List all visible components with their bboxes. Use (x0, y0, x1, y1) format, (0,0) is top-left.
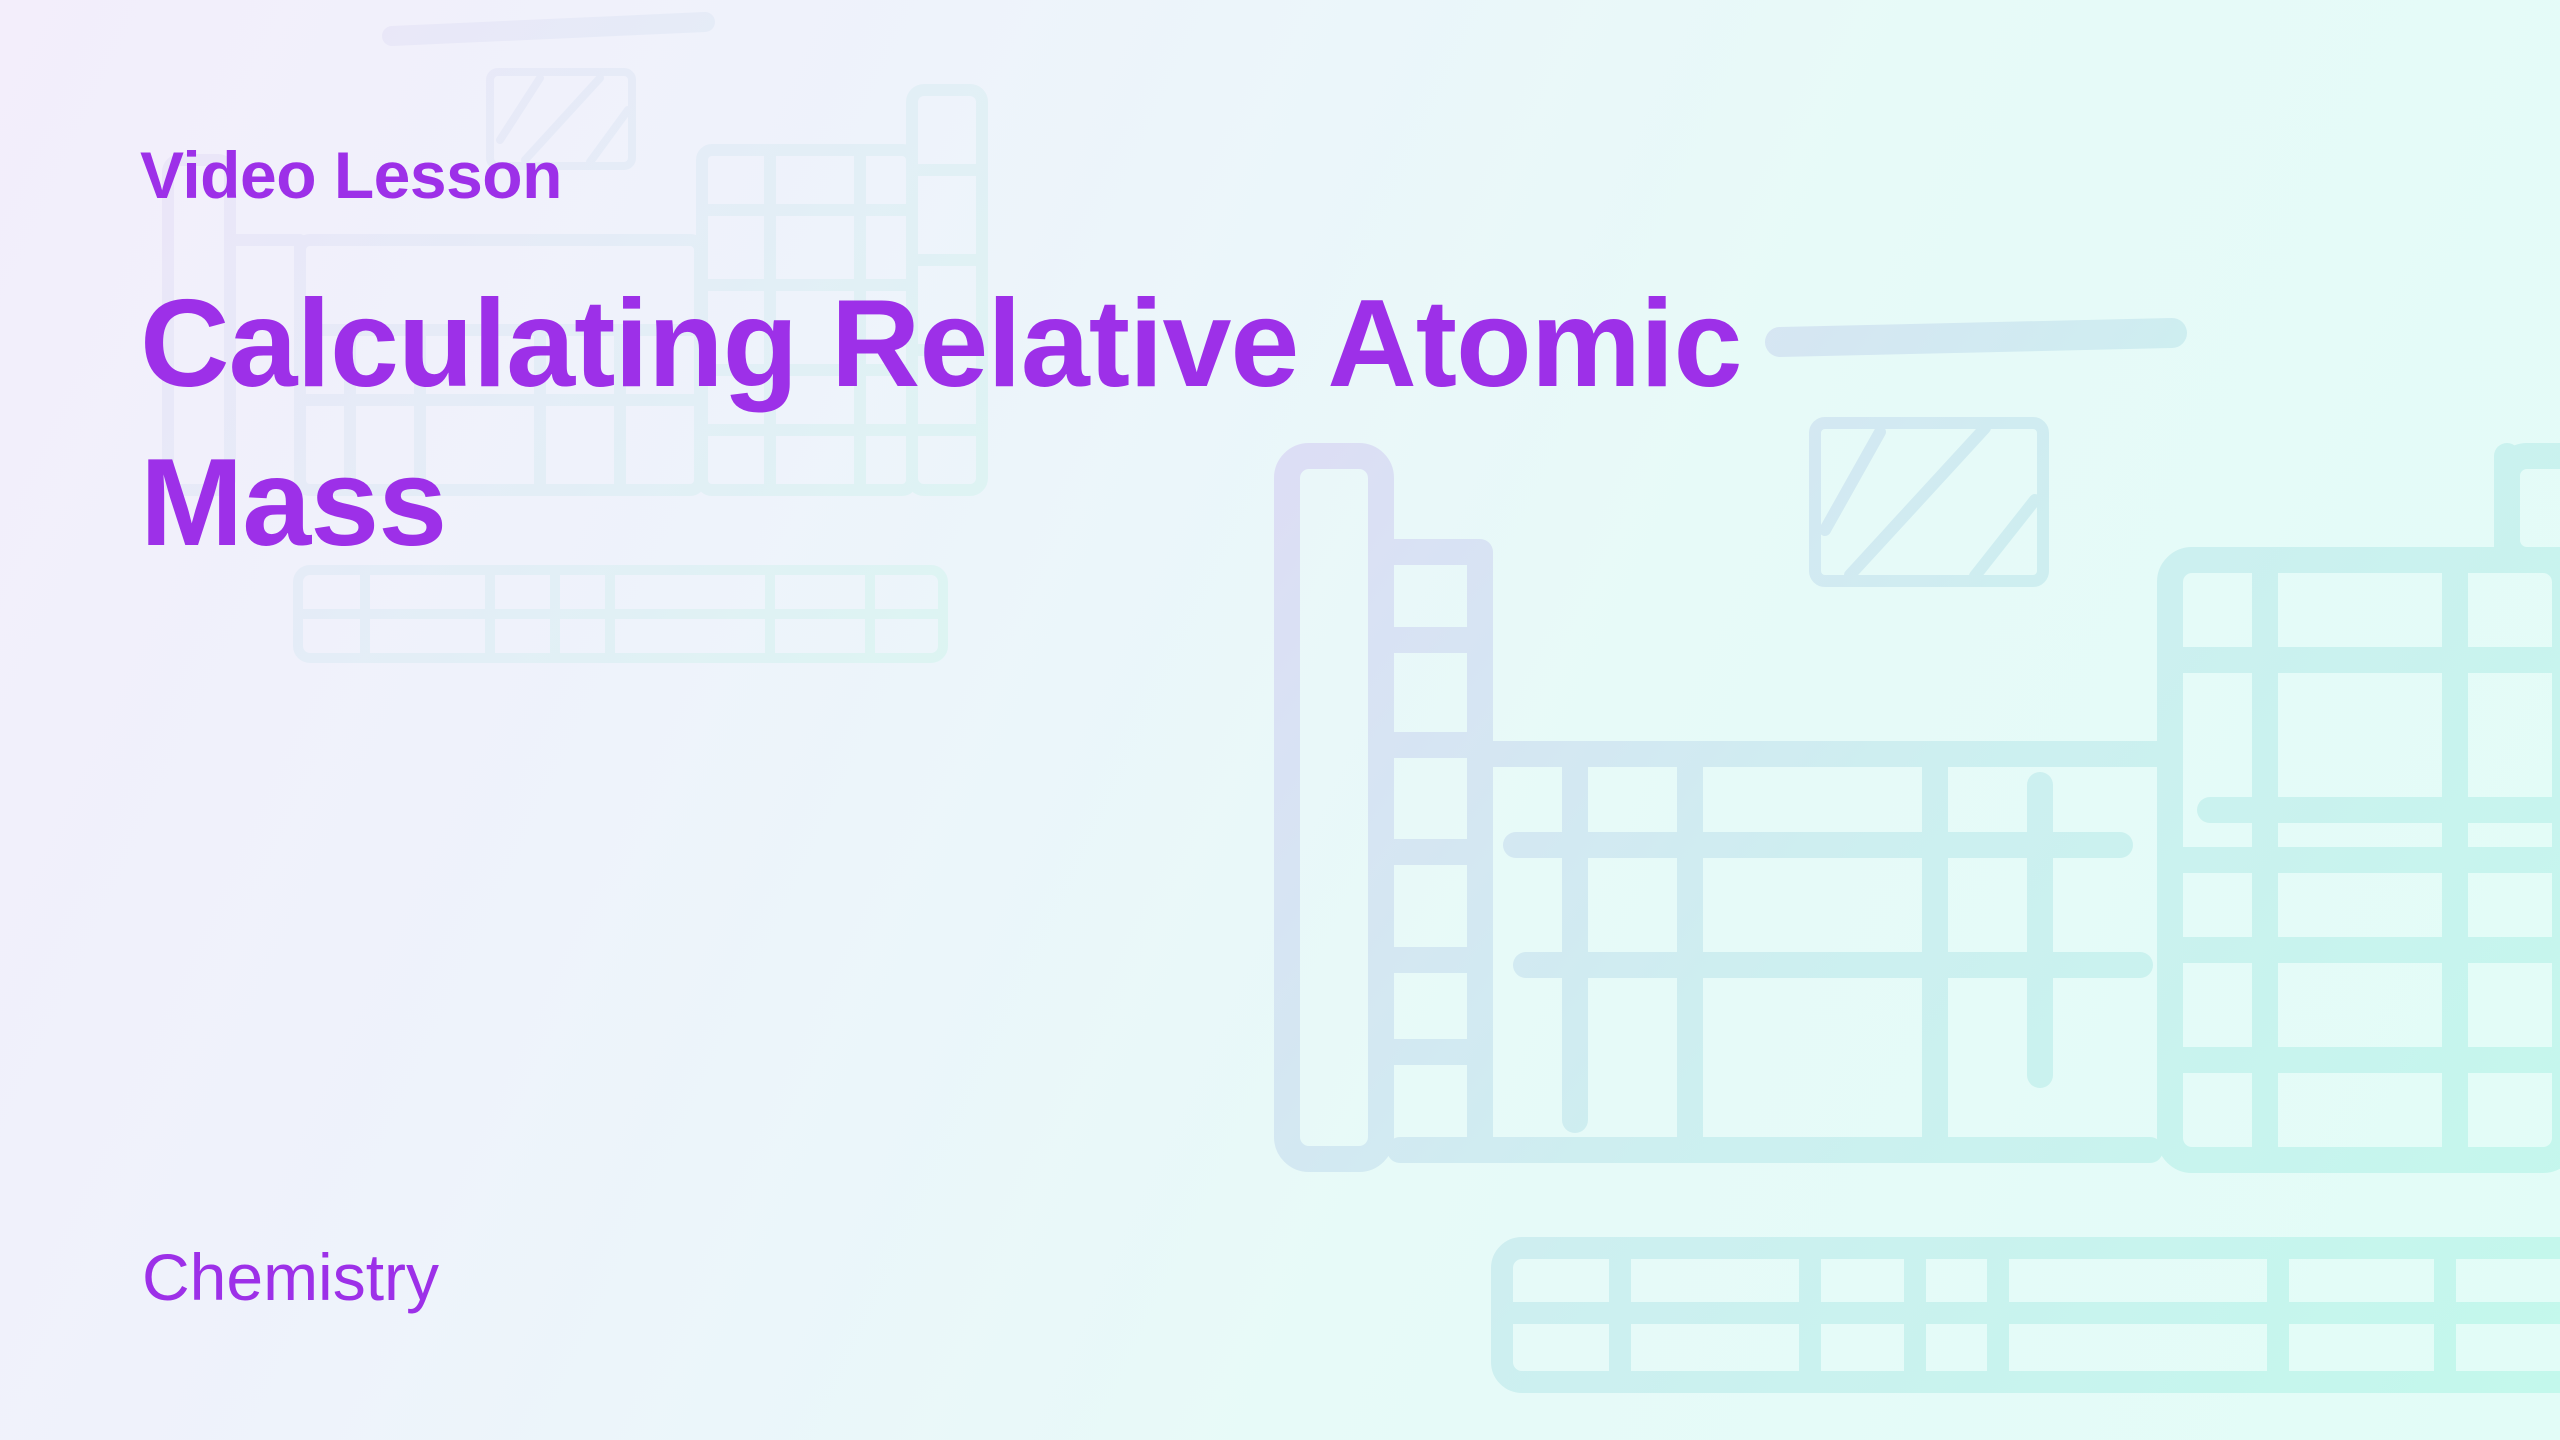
large-periodic-table (1274, 318, 2560, 1393)
lesson-title-line-2: Mass (140, 434, 447, 572)
lesson-title: Calculating Relative Atomic Mass (140, 265, 1840, 583)
subject-label: Chemistry (142, 1240, 440, 1314)
lesson-type-label: Video Lesson (140, 138, 562, 212)
lesson-title-line-1: Calculating Relative Atomic (140, 275, 1742, 413)
small-periodic-table (162, 12, 988, 663)
